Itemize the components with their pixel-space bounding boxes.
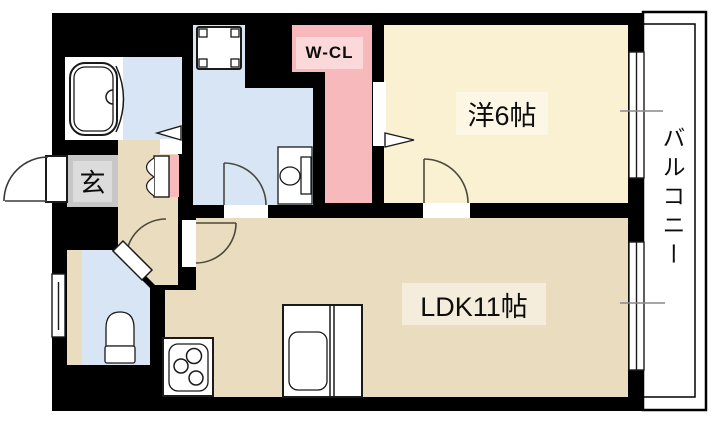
window-toilet bbox=[51, 273, 66, 338]
bathtub-icon bbox=[69, 62, 125, 136]
room-wcl-column bbox=[325, 72, 372, 203]
door-opening-western-room bbox=[423, 203, 470, 218]
door-opening-wcl bbox=[373, 82, 386, 146]
room-bathroom-wet-floor bbox=[123, 57, 182, 140]
western-room-label: 洋6帖 bbox=[456, 92, 548, 135]
washroom-door-swing bbox=[223, 162, 267, 206]
wcl-door-triangle bbox=[384, 132, 415, 148]
door-opening-bathroom bbox=[160, 139, 182, 154]
door-opening-washroom bbox=[224, 205, 268, 218]
gas-stove-icon bbox=[162, 337, 214, 397]
sliding-window-western bbox=[620, 51, 663, 179]
room-toilet-side-strip bbox=[67, 250, 82, 365]
ldk-door-swing bbox=[195, 222, 237, 264]
toilet-door bbox=[111, 218, 167, 282]
kitchen-counter-sink-icon bbox=[282, 304, 363, 398]
door-opening-hallway-ldk bbox=[182, 220, 196, 267]
washing-machine-pan-icon bbox=[196, 26, 242, 70]
western-room-door-swing bbox=[423, 158, 469, 204]
sliding-window-ldk bbox=[620, 241, 665, 371]
toilet-icon bbox=[104, 311, 136, 364]
bathroom-door-triangle bbox=[154, 125, 182, 141]
entrance-door-icon bbox=[3, 155, 68, 203]
balcony-label: バルコニー bbox=[659, 126, 685, 271]
bifold-closet-door-icon bbox=[145, 155, 179, 198]
balcony bbox=[641, 10, 708, 412]
vanity-basin-icon bbox=[277, 146, 313, 205]
entrance-label: 玄 bbox=[73, 161, 112, 202]
ldk-label: LDK11帖 bbox=[402, 283, 546, 325]
wcl-label: W-CL bbox=[296, 37, 363, 69]
